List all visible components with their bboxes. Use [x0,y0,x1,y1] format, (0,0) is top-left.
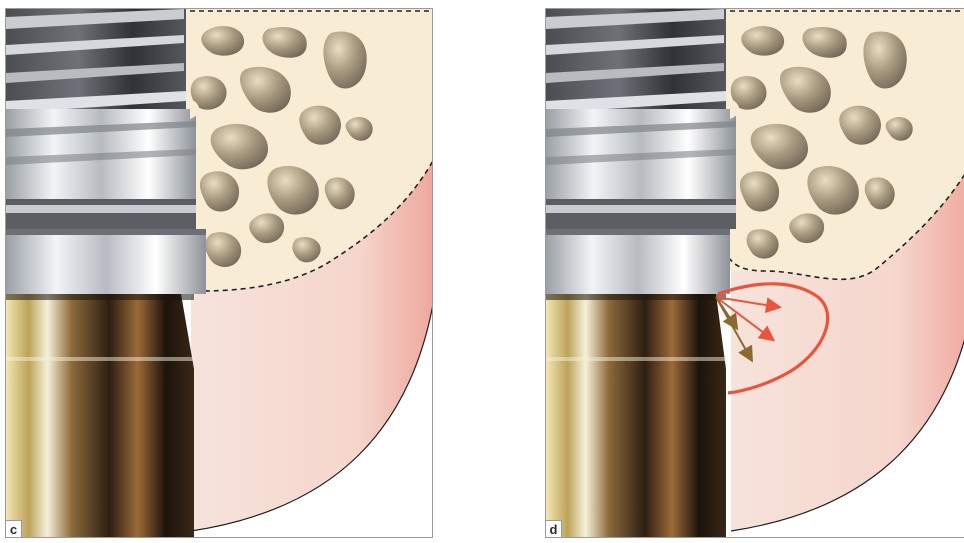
panel-label-d: d [546,520,562,537]
implant-threads [6,9,206,294]
implant-threads [546,9,739,294]
panel-d-illustration [546,9,964,538]
panel-label-c: c [6,520,22,537]
panel-c: c [5,8,433,538]
implant-abutment [546,294,726,538]
implant-abutment [6,294,194,538]
panel-d: d [545,8,964,538]
panel-c-illustration [6,9,433,538]
